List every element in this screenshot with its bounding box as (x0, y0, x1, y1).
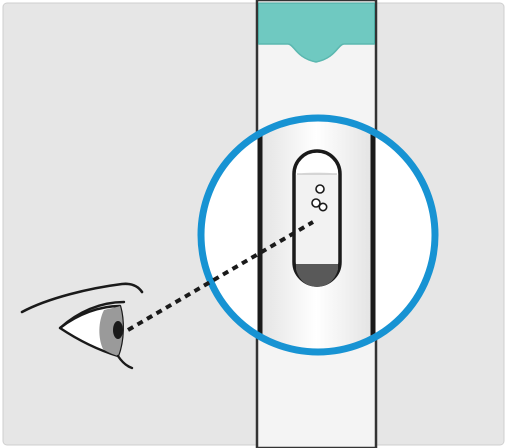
window-meniscus (296, 153, 338, 175)
eye-icon (20, 282, 144, 370)
pen-cap-edge (258, 43, 375, 63)
air-bubble (315, 184, 325, 194)
eyebrow-line (20, 282, 144, 314)
air-bubble (311, 198, 321, 208)
sight-line (126, 220, 315, 332)
lower-lid (116, 354, 134, 370)
window-plunger-base (296, 268, 338, 283)
inspection-window-icon (292, 149, 342, 287)
eyelid-fold (58, 300, 126, 330)
magnifier-ring (197, 114, 439, 356)
air-bubble-icon (311, 184, 328, 212)
window-plunger-band (296, 264, 338, 270)
air-bubble (318, 202, 328, 212)
eye-pupil (113, 321, 123, 339)
eye-iris (99, 306, 123, 356)
